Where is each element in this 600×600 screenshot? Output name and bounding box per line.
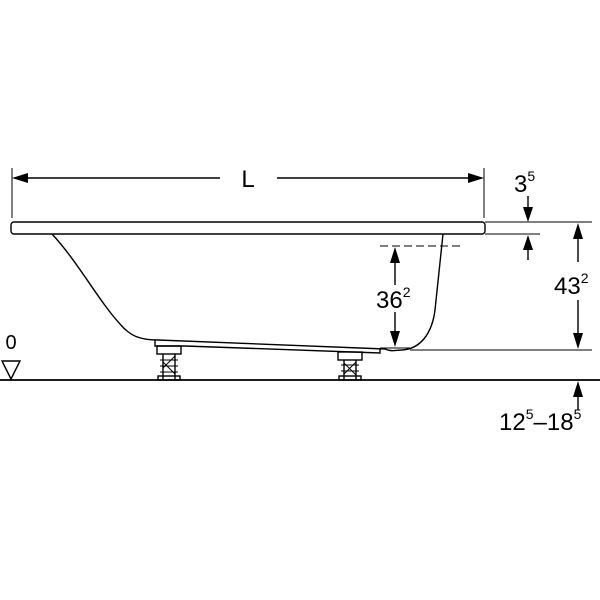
inner-depth-label-sup: 2: [403, 284, 411, 300]
inner-depth-arrow-down: [390, 331, 400, 347]
length-dimension: L: [11, 166, 485, 218]
total-height-arrow-down: [573, 333, 583, 349]
foot-right-thread-diag: [343, 362, 357, 376]
total-height-label-main: 43: [554, 273, 581, 300]
inner-depth-dimension: 362: [376, 247, 411, 347]
foot-left-plate: [156, 345, 182, 355]
floor-reference-marker: 0: [0, 332, 22, 381]
foot-range-arrow-up: [573, 381, 583, 397]
inner-depth-label-main: 36: [376, 287, 403, 314]
rim-thickness-label: 35: [514, 168, 535, 198]
total-height-dimension: 432: [554, 223, 589, 349]
rim-thickness-arrow-down: [523, 207, 533, 222]
foot-range-from-sup: 5: [526, 406, 534, 422]
rim-thickness-arrow-up: [523, 235, 533, 250]
total-height-label-sup: 2: [581, 270, 589, 286]
foot-range-to-main: 18: [547, 409, 574, 436]
foot-range-separator: –: [534, 409, 548, 436]
rim-thickness-label-sup: 5: [527, 168, 535, 184]
foot-range-dimension: 125–185: [499, 381, 583, 436]
length-arrow-right: [468, 173, 484, 183]
foot-right: [337, 351, 363, 381]
foot-range-label: 125–185: [499, 406, 582, 436]
floor-reference-triangle-icon: [0, 360, 22, 381]
foot-left-thread-diag: [162, 361, 176, 375]
length-label: L: [241, 166, 254, 193]
foot-range-to-sup: 5: [574, 406, 582, 422]
total-height-arrow-up: [573, 223, 583, 239]
rim-thickness-dimension: 35: [514, 168, 535, 260]
foot-left-thread-diag: [162, 355, 176, 369]
rim-thickness-label-main: 3: [514, 171, 527, 198]
total-height-label: 432: [554, 270, 589, 300]
inner-depth-arrow-up: [390, 247, 400, 263]
bathtub-bottom-plate: [154, 340, 381, 354]
bathtub-rim: [10, 221, 486, 235]
foot-left: [156, 345, 182, 381]
floor-reference-label: 0: [5, 332, 16, 354]
inner-depth-label: 362: [376, 284, 411, 314]
foot-range-from-main: 12: [499, 409, 526, 436]
foot-right-plate: [337, 351, 363, 361]
foot-right-thread-diag: [343, 361, 357, 375]
bathtub-basin-outline: [51, 233, 444, 352]
length-arrow-left: [12, 173, 28, 183]
